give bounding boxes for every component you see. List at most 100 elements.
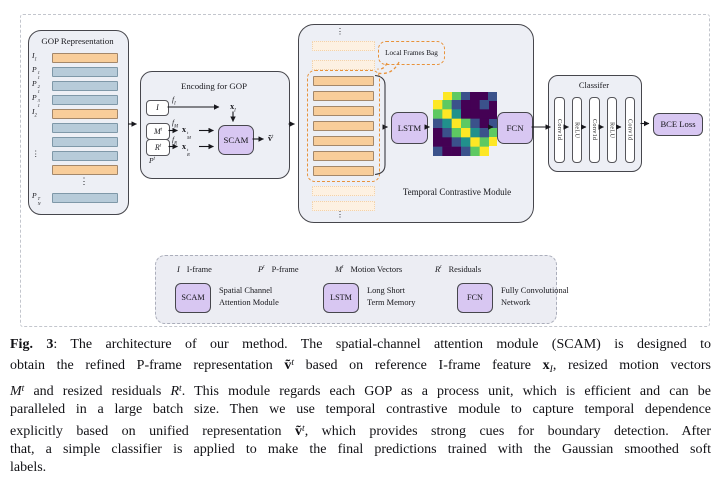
legend-term-residuals: Rt Residuals — [435, 265, 481, 274]
heatmap-cell — [461, 128, 471, 138]
heatmap-cell — [461, 109, 471, 119]
heatmap-cell — [470, 92, 480, 102]
local-frame-bar — [313, 121, 374, 131]
heatmap-cell — [433, 128, 443, 138]
x-i-label: xI — [230, 101, 236, 114]
p-frame-bar — [52, 136, 118, 147]
legend-line: Attention Module — [219, 297, 279, 307]
heatmap-cell — [461, 100, 471, 110]
i-frame-bar — [52, 52, 118, 63]
heatmap-cell — [479, 146, 489, 156]
caption-segment: , which provides strong cues for boundar… — [304, 423, 711, 439]
classifier-layer-relu: ReLU — [571, 97, 583, 163]
f-i-label: fI — [172, 95, 176, 107]
similarity-heatmap-front — [433, 100, 489, 156]
fcn-box: FCN — [497, 112, 533, 144]
gop-row: ⋮ — [30, 176, 120, 190]
legend-term-label: P-frame — [271, 265, 299, 274]
legend-line: Spatial Channel — [219, 286, 273, 295]
gop-row: I1 — [30, 50, 120, 64]
legend-symbol: Pt — [258, 264, 265, 274]
legend-term-motion: Mt Motion Vectors — [335, 265, 402, 274]
heatmap-cell — [479, 100, 489, 110]
caption-line: that, a simple classifier is applied to … — [10, 441, 711, 459]
classifier-layer-label: Conv1d — [555, 119, 563, 141]
caption-line: paralleled in a large batch size. Then w… — [10, 401, 711, 419]
faded-frame-bar — [312, 41, 375, 51]
heatmap-cell — [470, 109, 480, 119]
heatmap-cell — [461, 118, 471, 129]
heatmap-cell — [461, 92, 471, 102]
heatmap-cell — [479, 118, 489, 129]
gop-row: ⋮ — [30, 148, 120, 162]
classifier-title: Classifer — [578, 80, 610, 90]
heatmap-cell — [442, 146, 452, 156]
heatmap-cell — [470, 118, 480, 129]
gop-row — [30, 134, 120, 148]
heatmap-cell — [479, 109, 489, 119]
caption-segment: t — [291, 358, 295, 369]
legend-module-label: Spatial Channel Attention Module — [219, 285, 279, 308]
heatmap-cell — [451, 146, 462, 156]
heatmap-cell — [451, 118, 462, 129]
p-frame-bar — [52, 94, 118, 105]
caption-segment: paralleled in a large batch size. Then w… — [10, 402, 711, 418]
heatmap-cell — [433, 146, 443, 156]
heatmap-cell — [452, 92, 462, 102]
legend-module-label: Long Short Term Memory — [367, 285, 416, 308]
caption-line: obtain the refined P-frame representatio… — [10, 354, 711, 379]
classifier-layer-conv1d: Conv1d — [624, 97, 635, 163]
caption-segment: explicitly based on unified representati… — [10, 423, 296, 439]
legend-term-pframe: Pt P-frame — [258, 265, 299, 274]
encoding-panel-title: Encoding for GOP — [181, 81, 247, 91]
heatmap-cell — [451, 128, 462, 138]
heatmap-cell — [479, 128, 489, 138]
gop-row-label: I1 — [32, 51, 37, 63]
legend-symbol: Mt — [335, 264, 344, 274]
heatmap-cell — [451, 109, 462, 119]
gop-row — [30, 162, 120, 176]
caption-line: explicitly based on unified representati… — [10, 420, 711, 441]
figure-caption: Fig. 3: The architecture of our method. … — [10, 336, 711, 478]
heatmap-cell — [470, 128, 480, 138]
gop-row-label: I2 — [32, 107, 37, 119]
caption-segment: t — [21, 383, 25, 394]
heatmap-cell — [488, 137, 497, 146]
heatmap-cell — [488, 128, 497, 138]
classifier-layer-conv1d: Conv1d — [589, 97, 600, 163]
caption-segment: based on reference I-frame feature — [294, 358, 543, 374]
caption-segment: , resized motion vectors — [552, 358, 711, 374]
caption-segment: t — [302, 423, 305, 434]
heatmap-cell — [488, 92, 497, 102]
heatmap-cell — [479, 137, 489, 147]
legend-term-label: Residuals — [448, 265, 482, 274]
p-frame-bar — [52, 80, 118, 91]
caption-line: labels. — [10, 459, 711, 477]
caption-segment: labels. — [10, 460, 47, 476]
heatmap-cell — [433, 100, 443, 110]
heatmap-cell — [470, 137, 480, 147]
caption-segment: that, a simple classifier is applied to … — [10, 442, 711, 458]
caption-segment: M — [10, 383, 22, 399]
p-frame-bar — [52, 150, 118, 161]
figure-dashed-border — [20, 14, 710, 327]
caption-segment: obtain the refined P-frame representatio… — [10, 358, 285, 374]
heatmap-cell — [479, 92, 489, 102]
i-frame-bar — [52, 108, 118, 119]
i-frame-box: I — [146, 100, 169, 116]
heatmap-cell — [442, 118, 452, 129]
tcm-title: Temporal Contrastive Module — [402, 187, 512, 197]
motion-vector-box: Mt — [146, 123, 170, 140]
heatmap-cell — [433, 109, 443, 119]
heatmap-cell — [433, 137, 443, 147]
